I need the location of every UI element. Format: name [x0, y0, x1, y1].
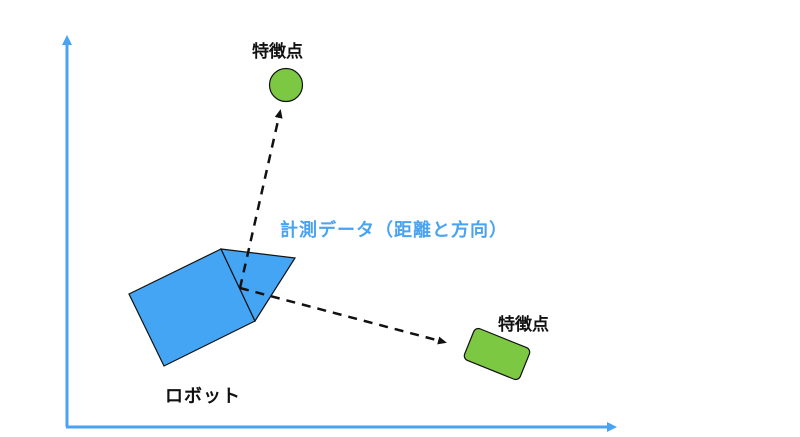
feature-label-top: 特徴点 — [252, 42, 303, 62]
feature-rect — [463, 327, 531, 381]
robot-label: ロボット — [165, 386, 241, 407]
measurement-label: 計測データ（距離と方向） — [280, 220, 508, 241]
arrow-to-circle-feature — [238, 109, 283, 289]
robot-shape — [128, 248, 297, 367]
feature-label-right: 特徴点 — [498, 315, 549, 335]
feature-circle — [268, 67, 304, 103]
arrow-to-rect-feature — [239, 286, 447, 345]
